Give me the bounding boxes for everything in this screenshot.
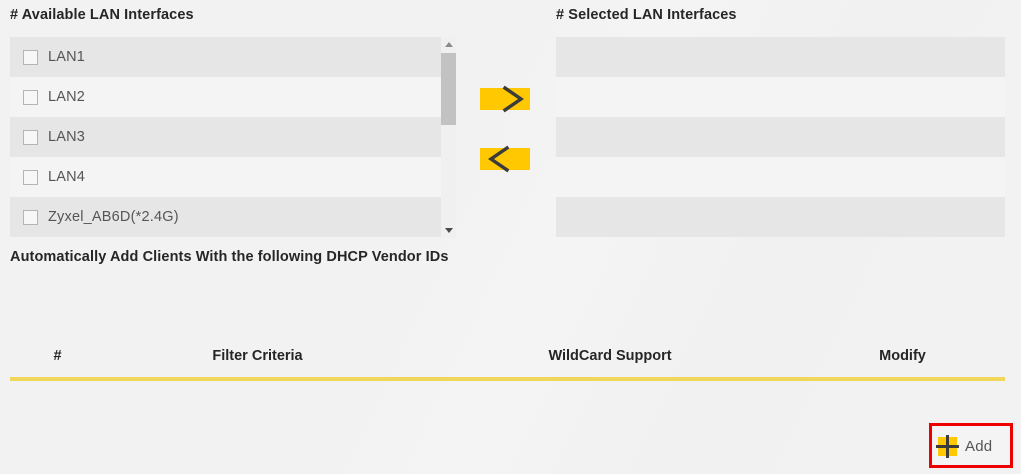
list-item[interactable]: Zyxel_AB6D(*2.4G) <box>10 197 441 237</box>
list-item[interactable]: LAN1 <box>10 37 441 77</box>
checkbox-icon[interactable] <box>23 89 38 105</box>
column-header-filter-criteria: Filter Criteria <box>212 348 303 364</box>
scroll-down-arrow-icon[interactable] <box>441 223 456 238</box>
plus-icon <box>936 435 959 458</box>
list-item-label: LAN2 <box>48 89 86 105</box>
list-item-label: LAN3 <box>48 129 86 145</box>
checkbox-icon[interactable] <box>23 209 38 225</box>
available-interfaces-list[interactable]: LAN1 LAN2 LAN3 LAN4 Zyxel_AB6D(*2.4G) <box>10 37 456 238</box>
list-item[interactable] <box>556 117 1005 157</box>
list-item-label: LAN1 <box>48 49 86 65</box>
available-list-scrollbar[interactable] <box>441 37 456 238</box>
column-header-wildcard-support: WildCard Support <box>548 348 672 364</box>
checkbox-icon[interactable] <box>23 49 38 65</box>
column-header-number: # <box>53 348 62 364</box>
list-item[interactable]: LAN4 <box>10 157 441 197</box>
checkbox-icon[interactable] <box>23 169 38 185</box>
list-item[interactable] <box>556 37 1005 77</box>
available-list-rows: LAN1 LAN2 LAN3 LAN4 Zyxel_AB6D(*2.4G) <box>10 37 441 238</box>
checkbox-icon[interactable] <box>23 129 38 145</box>
add-button-label: Add <box>965 438 993 455</box>
table-header-divider <box>10 377 1005 381</box>
list-item[interactable]: LAN3 <box>10 117 441 157</box>
table-header-row: # Filter Criteria WildCard Support Modif… <box>10 348 1005 381</box>
list-item[interactable] <box>556 157 1005 197</box>
move-right-button[interactable] <box>480 83 532 115</box>
available-interfaces-title: # Available LAN Interfaces <box>10 7 194 23</box>
scrollbar-thumb[interactable] <box>441 53 456 125</box>
dhcp-vendor-ids-caption: Automatically Add Clients With the follo… <box>10 249 449 265</box>
dhcp-vendor-ids-table: # Filter Criteria WildCard Support Modif… <box>10 348 1005 414</box>
move-left-button-background <box>480 148 530 170</box>
list-item[interactable] <box>556 197 1005 237</box>
add-button[interactable]: Add <box>936 434 1006 459</box>
column-header-modify: Modify <box>879 348 926 364</box>
chevron-left-icon <box>487 145 510 173</box>
list-item-label: Zyxel_AB6D(*2.4G) <box>48 209 179 225</box>
move-left-button[interactable] <box>480 143 532 175</box>
table-body-empty <box>10 378 1005 414</box>
selected-interfaces-title: # Selected LAN Interfaces <box>556 7 737 23</box>
list-item[interactable] <box>556 77 1005 117</box>
scroll-up-arrow-icon[interactable] <box>441 37 456 52</box>
move-right-button-background <box>480 88 530 110</box>
list-item-label: LAN4 <box>48 169 86 185</box>
chevron-right-icon <box>502 85 525 113</box>
selected-interfaces-list[interactable] <box>556 37 1005 238</box>
list-item[interactable]: LAN2 <box>10 77 441 117</box>
